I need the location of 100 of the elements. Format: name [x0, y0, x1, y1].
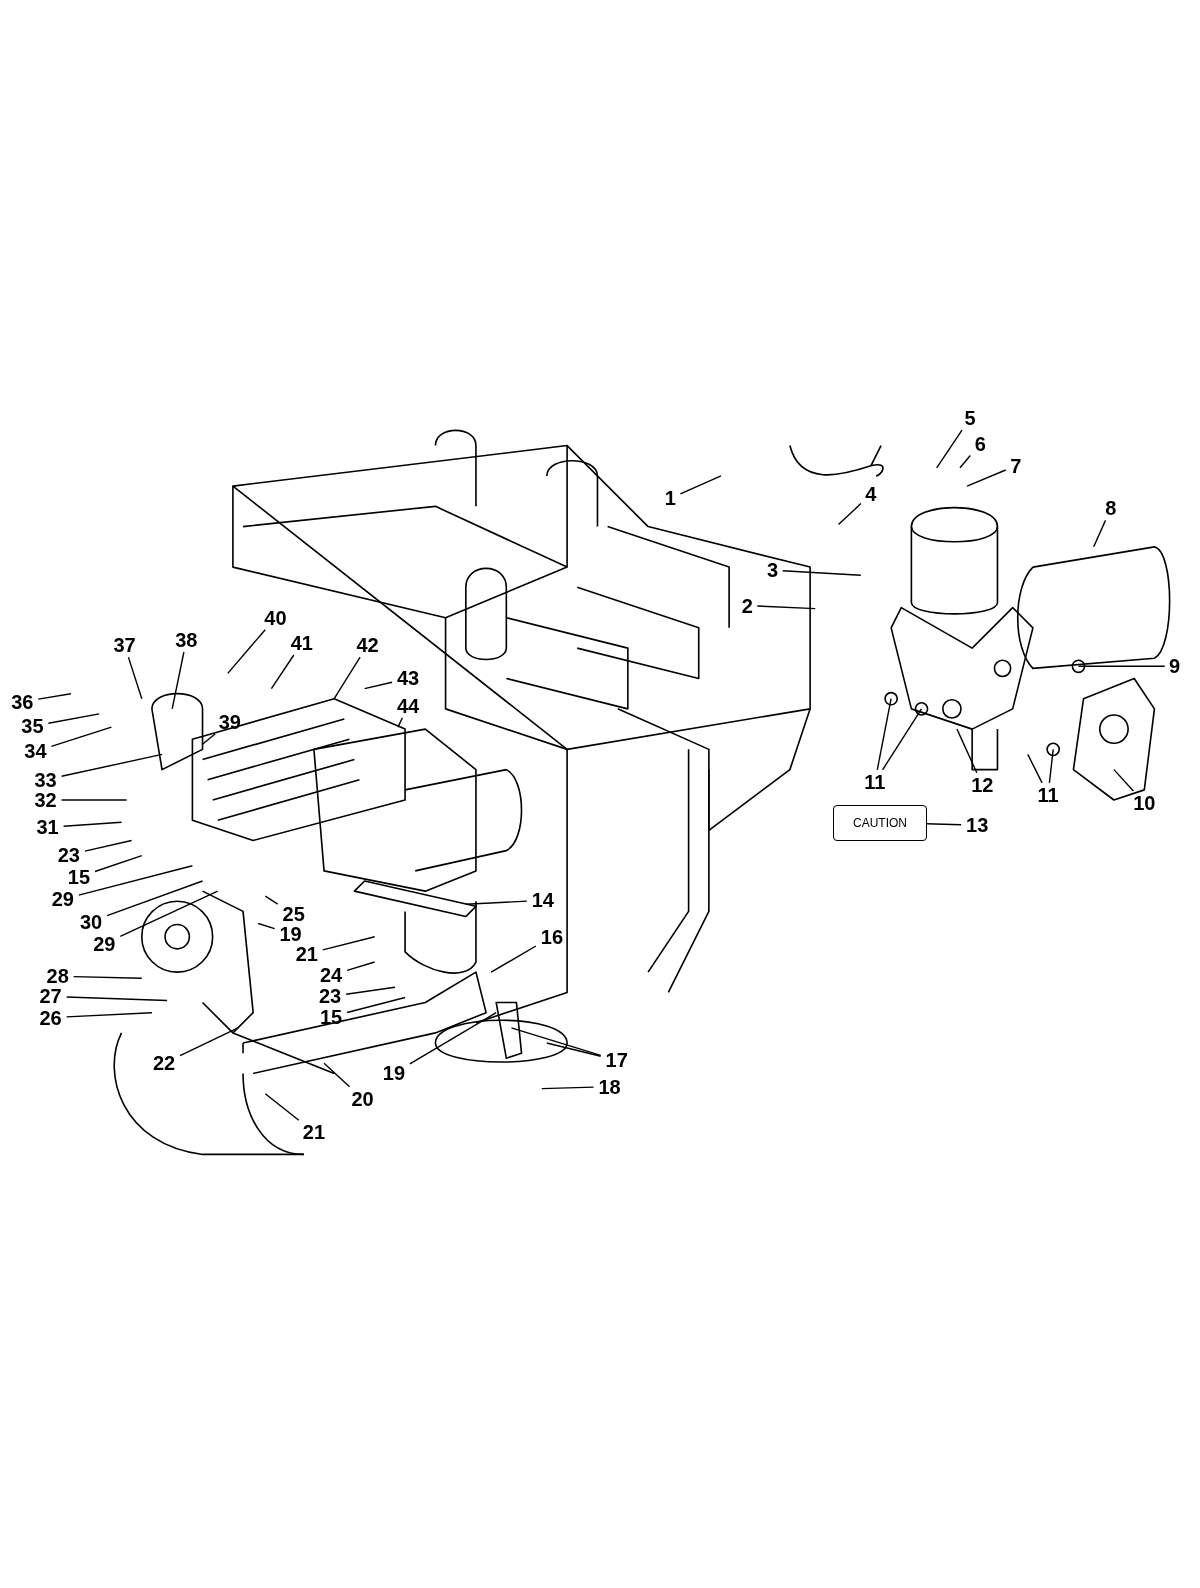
leader-line: [510, 1027, 602, 1056]
callout-number: 41: [287, 632, 316, 655]
callout-number: 24: [317, 964, 346, 987]
callout-number: 26: [36, 1006, 65, 1029]
leader-line: [333, 656, 361, 700]
callout-number: 31: [33, 816, 62, 839]
leader-line: [959, 454, 971, 469]
callout-number: 21: [299, 1121, 328, 1144]
leader-line: [323, 1062, 351, 1088]
leader-line: [409, 1012, 497, 1065]
callout-number: 5: [962, 407, 979, 430]
callout-number: 17: [602, 1049, 631, 1072]
leader-line: [782, 570, 862, 576]
callout-number: 42: [353, 634, 382, 657]
callout-number: 29: [48, 888, 77, 911]
leader-line: [1077, 665, 1166, 667]
leader-line: [1113, 768, 1135, 792]
leader-line: [264, 895, 279, 905]
leader-line: [490, 945, 537, 973]
callout-number: 8: [1102, 497, 1119, 520]
callout-number: 1: [662, 487, 679, 510]
leader-line: [679, 475, 722, 495]
callout-number: 15: [65, 865, 93, 888]
leader-line: [881, 708, 923, 771]
callout-number: 23: [316, 985, 345, 1008]
callout-number: 10: [1130, 792, 1159, 815]
leader-line: [37, 693, 72, 700]
callout-number: 11: [860, 770, 889, 793]
leader-line: [201, 733, 216, 745]
callout-number: 22: [150, 1052, 179, 1075]
callout-number: 14: [528, 889, 557, 912]
leader-line: [171, 651, 185, 710]
callout-number: 21: [292, 942, 321, 965]
leader-line: [257, 922, 276, 930]
callout-number: 37: [110, 634, 139, 657]
leader-line: [47, 713, 100, 724]
leader-line: [1027, 753, 1043, 784]
leader-line: [363, 681, 393, 690]
leader-line: [62, 821, 123, 827]
leader-line: [756, 605, 816, 610]
callout-number: 23: [54, 843, 83, 866]
callout-number: 11: [1034, 783, 1063, 806]
callout-number: 4: [862, 483, 879, 506]
leader-line: [179, 1027, 239, 1057]
leader-line: [541, 1086, 595, 1090]
callout-number: 40: [261, 606, 290, 629]
callout-number: 44: [394, 694, 423, 717]
leader-line: [127, 656, 143, 700]
leader-line: [73, 975, 143, 979]
callout-number: 7: [1007, 454, 1024, 477]
callout-number: 35: [18, 715, 47, 738]
callout-number: 18: [595, 1075, 624, 1098]
leader-line: [397, 717, 404, 728]
leader-line: [465, 900, 528, 905]
leader-line: [65, 996, 168, 1002]
leader-line: [119, 890, 219, 938]
callout-number: 12: [968, 773, 997, 796]
callout-number: 3: [764, 559, 781, 582]
leader-line: [50, 726, 113, 747]
leader-line: [60, 799, 128, 801]
callout-number: 30: [77, 910, 106, 933]
leader-line: [837, 502, 862, 526]
leader-line: [78, 865, 194, 896]
leader-line: [270, 654, 295, 690]
leader-line: [966, 469, 1007, 487]
callout-number: 16: [537, 925, 566, 948]
callout-number: 20: [348, 1087, 377, 1110]
callout-number: 38: [172, 629, 201, 651]
callout-number: 27: [36, 985, 65, 1008]
leader-line: [106, 880, 204, 917]
callout-number: 43: [394, 667, 423, 690]
callout-number: 6: [972, 432, 989, 455]
callout-number: 34: [21, 740, 50, 763]
callout-number: 33: [31, 768, 60, 791]
leader-line: [876, 698, 892, 771]
leader-line: [546, 1042, 602, 1057]
callout-number: 39: [215, 711, 244, 733]
callout-number: 9: [1166, 655, 1183, 678]
leader-line: [1048, 748, 1054, 784]
callout-number: 28: [43, 965, 72, 988]
leader-line: [60, 753, 163, 777]
leader-line: [1093, 519, 1107, 548]
leader-line: [227, 629, 266, 675]
caution-plate: CAUTION: [833, 805, 927, 842]
leader-line: [84, 839, 133, 852]
leader-line: [346, 996, 406, 1014]
leader-line: [956, 728, 978, 774]
callout-number: 36: [8, 690, 37, 713]
callout-number: 29: [90, 932, 119, 955]
leader-line: [322, 936, 376, 951]
leader-line: [346, 961, 376, 972]
leader-line: [925, 823, 962, 826]
leader-line: [264, 1093, 300, 1121]
leader-line: [94, 855, 143, 873]
leader-line: [936, 429, 963, 469]
callout-number: 32: [31, 789, 60, 811]
leader-line: [65, 1012, 153, 1018]
callout-number: 2: [739, 594, 756, 617]
leader-line: [345, 986, 396, 995]
callout-number: 19: [379, 1062, 408, 1085]
